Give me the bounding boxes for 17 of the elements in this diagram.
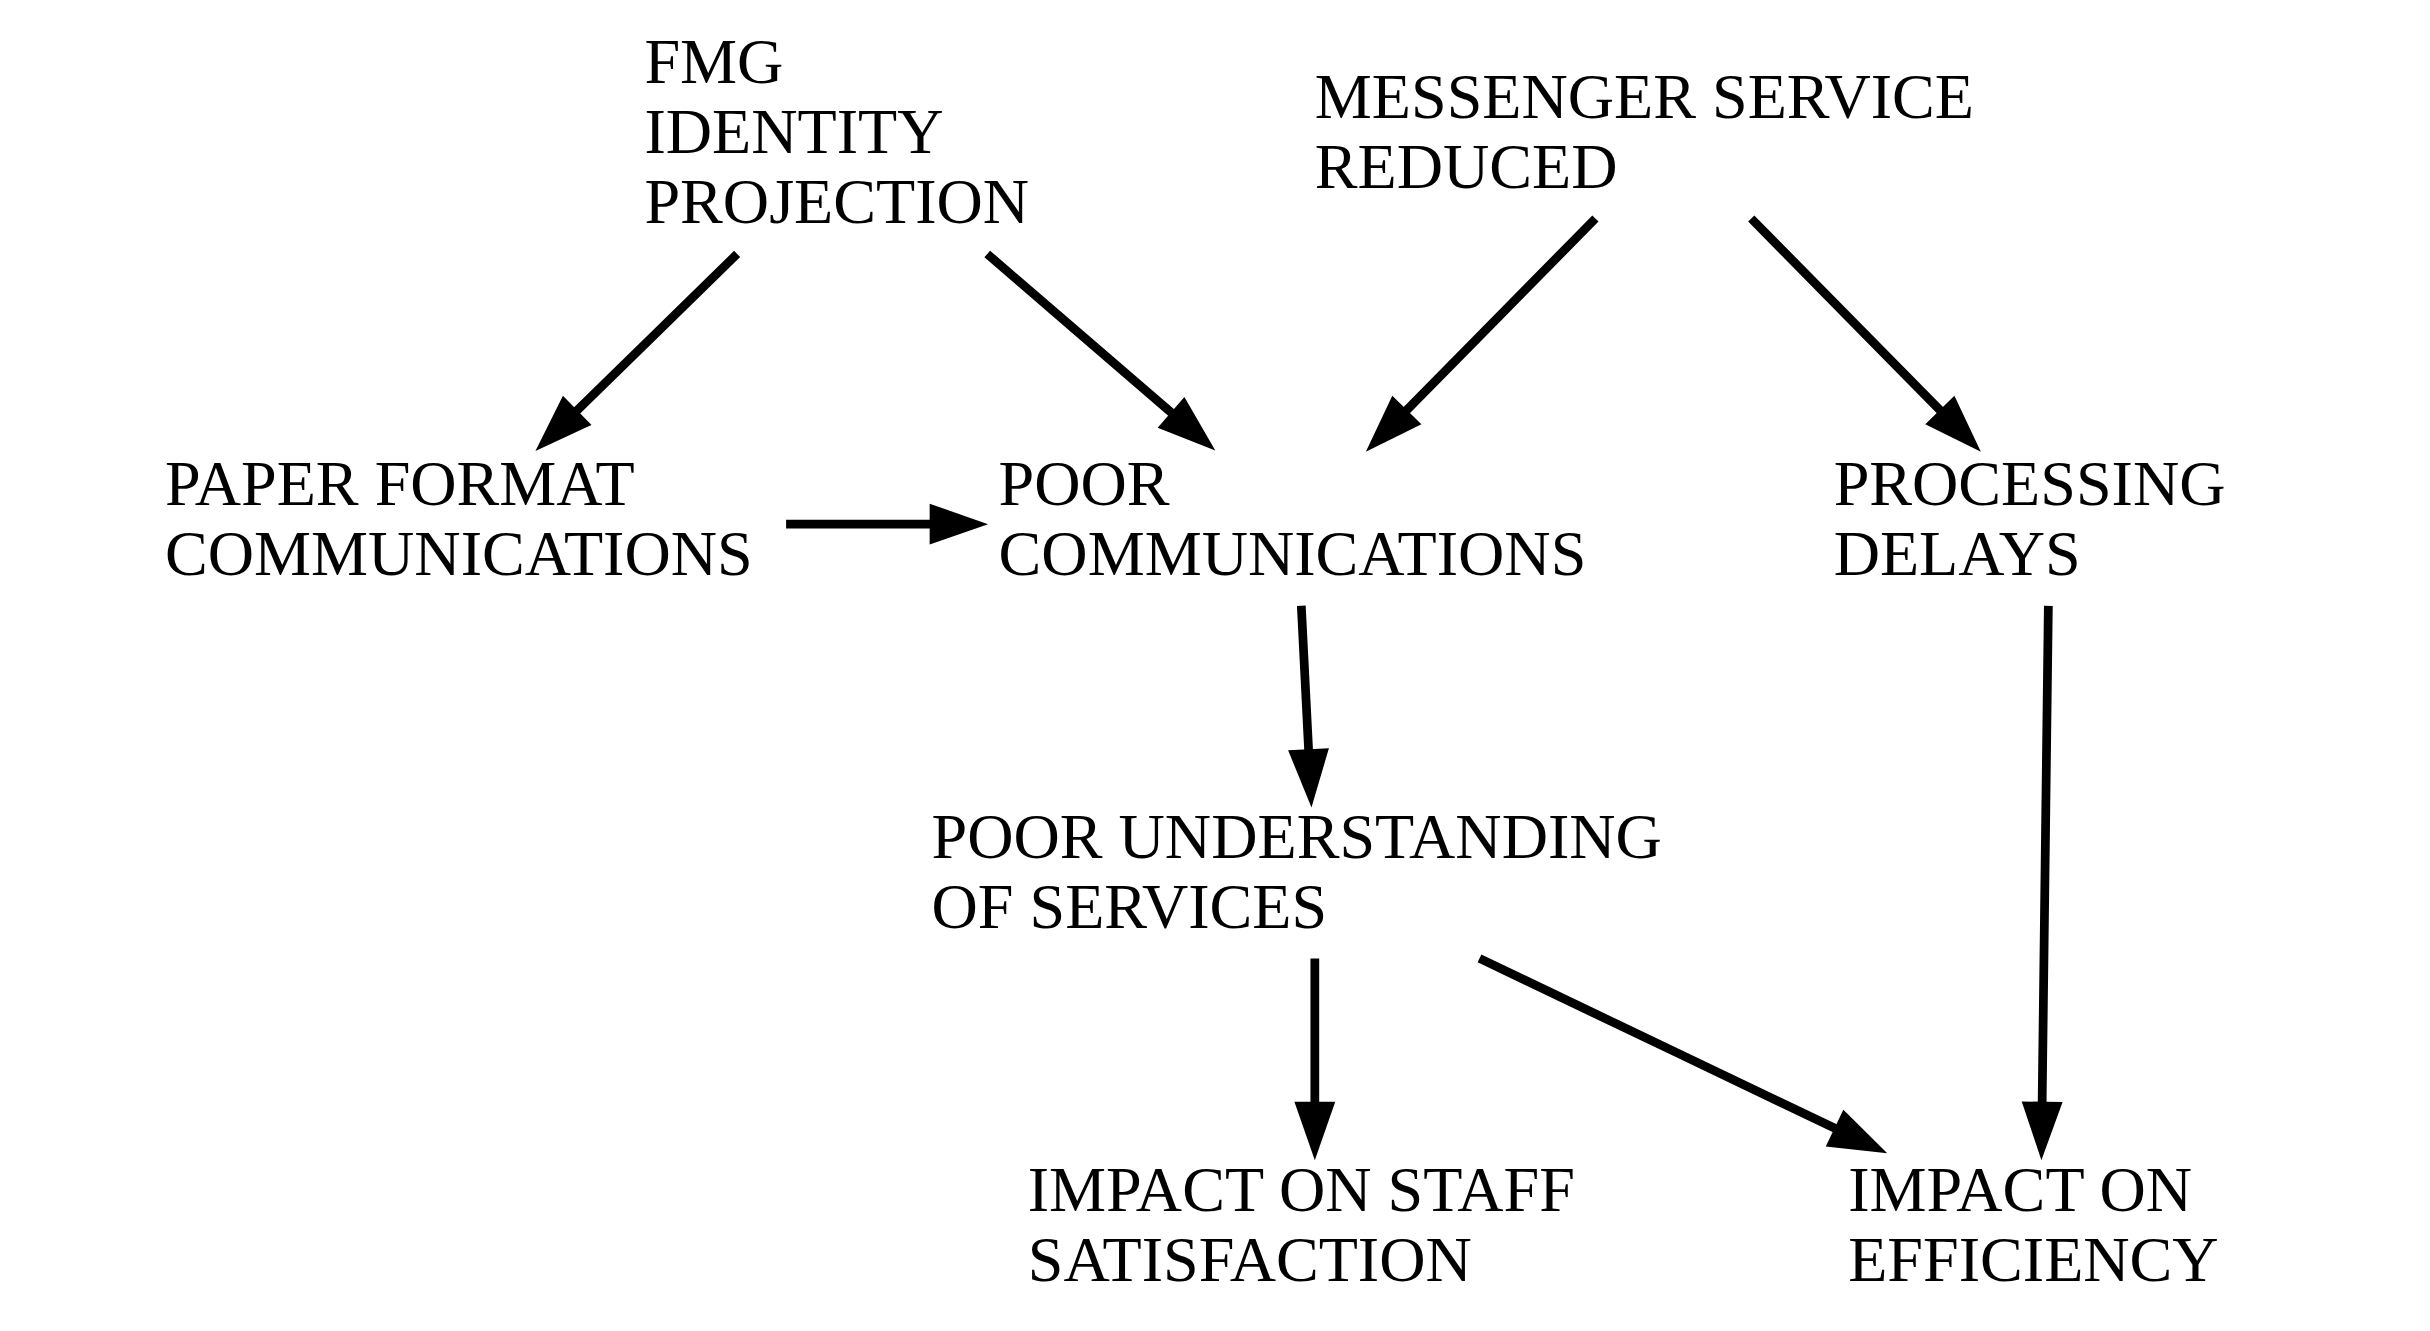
arrow — [1288, 605, 1329, 808]
node-text: MESSENGER SERVICE REDUCED — [1314, 60, 1975, 202]
node-text: POOR COMMUNICATIONS — [998, 448, 1587, 590]
arrow — [2021, 605, 2063, 1161]
arrow — [1365, 215, 1599, 452]
node-text: PROCESSING DELAYS — [1833, 448, 2226, 590]
node-text: IMPACT ON EFFICIENCY — [1848, 1153, 2219, 1295]
arrow — [984, 250, 1216, 451]
node-text: IMPACT ON STAFF SATISFACTION — [1027, 1153, 1575, 1295]
arrow — [1294, 958, 1336, 1161]
arrow — [786, 503, 989, 545]
node-text: POOR UNDERSTANDING OF SERVICES — [931, 801, 1662, 943]
arrow — [1748, 215, 1981, 452]
arrow — [535, 250, 741, 452]
node-text: FMG IDENTITY PROJECTION — [644, 25, 1030, 237]
arrow — [1477, 954, 1888, 1154]
node-text: PAPER FORMAT COMMUNICATIONS — [164, 448, 753, 590]
